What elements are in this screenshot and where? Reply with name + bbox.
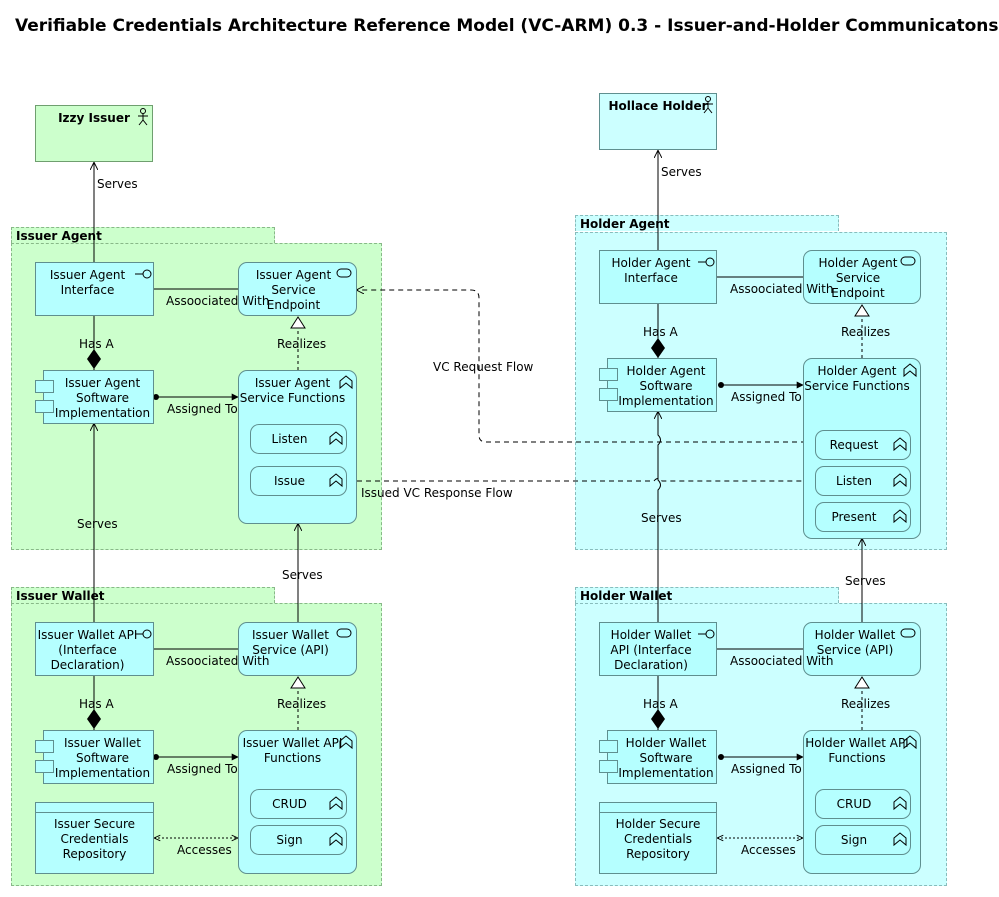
component-icon — [35, 400, 54, 413]
vc-request-flow-label: VC Request Flow — [433, 360, 534, 374]
holder-wallet-has-a-label: Has A — [643, 697, 678, 711]
holder-wallet-assigned-label: Assigned To — [731, 762, 802, 776]
holder-request-function[interactable]: Request — [815, 430, 911, 460]
issuer-wallet-realizes-label: Realizes — [277, 697, 327, 711]
repository-header-line — [599, 812, 717, 813]
issuer-assoc-label: Assoociated With — [166, 294, 270, 308]
issuer-agent-group-tab: Issuer Agent — [11, 227, 275, 243]
function-icon — [903, 363, 917, 378]
component-icon — [35, 760, 54, 773]
function-icon — [893, 509, 907, 524]
component-icon — [35, 740, 54, 753]
issuer-assigned-label: Assigned To — [167, 402, 238, 416]
issuer-wallet-functions-serves-label: Serves — [282, 568, 323, 582]
holder-listen-function[interactable]: Listen — [815, 466, 911, 496]
issuer-agent-software-implementation[interactable]: Issuer Agent Software Implementation — [43, 370, 154, 424]
function-icon — [893, 473, 907, 488]
holder-secure-credentials-repository[interactable]: Holder Secure Credentials Repository — [599, 802, 717, 874]
holder-sign-function[interactable]: Sign — [815, 825, 911, 855]
actor-icon — [138, 108, 148, 126]
issuer-issue-function[interactable]: Issue — [250, 466, 347, 496]
holder-agent-group-tab: Holder Agent — [575, 215, 839, 231]
issuer-wallet-assoc-label: Assoociated With — [166, 654, 270, 668]
issuer-sign-function[interactable]: Sign — [250, 825, 347, 855]
holder-present-function[interactable]: Present — [815, 502, 911, 532]
function-icon — [339, 375, 353, 390]
issuer-accesses-label: Accesses — [177, 843, 232, 857]
holder-agent-service-endpoint[interactable]: Holder Agent Service Endpoint — [803, 250, 921, 304]
issuer-wallet-has-a-label: Has A — [79, 697, 114, 711]
function-icon — [893, 832, 907, 847]
repository-header-line — [35, 812, 154, 813]
function-icon — [329, 796, 343, 811]
function-icon — [903, 735, 917, 750]
izzy-issuer-actor[interactable]: Izzy Issuer — [35, 105, 153, 162]
issuer-has-a-label: Has A — [79, 337, 114, 351]
function-icon — [329, 431, 343, 446]
issuer-wallet-software-implementation[interactable]: Issuer Wallet Software Implementation — [43, 730, 154, 784]
actor-icon — [703, 96, 713, 114]
component-icon — [599, 740, 618, 753]
interface-icon — [698, 629, 715, 639]
issuer-crud-function[interactable]: CRUD — [250, 789, 347, 819]
holder-wallet-functions-serves-label: Serves — [845, 574, 886, 588]
holder-wallet-serves-label: Serves — [641, 511, 682, 525]
holder-crud-function[interactable]: CRUD — [815, 789, 911, 819]
issuer-agent-interface[interactable]: Issuer Agent Interface — [35, 262, 154, 316]
issuer-realizes-label: Realizes — [277, 337, 327, 351]
issuer-secure-credentials-repository[interactable]: Issuer Secure Credentials Repository — [35, 802, 154, 874]
hollace-holder-actor[interactable]: Hollace Holder — [599, 93, 717, 150]
function-icon — [893, 437, 907, 452]
issuer-listen-function[interactable]: Listen — [250, 424, 347, 454]
service-icon — [900, 256, 916, 266]
actor-name: Izzy Issuer — [58, 111, 130, 125]
interface-icon — [135, 629, 152, 639]
diagram-title: Verifiable Credentials Architecture Refe… — [15, 16, 999, 36]
actor-name: Hollace Holder — [608, 99, 708, 113]
holder-assigned-label: Assigned To — [731, 390, 802, 404]
component-icon — [599, 760, 618, 773]
issuer-wallet-assigned-label: Assigned To — [167, 762, 238, 776]
function-icon — [339, 735, 353, 750]
holder-agent-interface[interactable]: Holder Agent Interface — [599, 250, 717, 304]
issuer-wallet-serves-label: Serves — [77, 517, 118, 531]
holder-wallet-software-implementation[interactable]: Holder Wallet Software Implementation — [607, 730, 717, 784]
function-icon — [329, 473, 343, 488]
service-icon — [336, 628, 352, 638]
vc-response-flow-label: Issued VC Response Flow — [361, 486, 513, 500]
holder-assoc-label: Assoociated With — [730, 282, 834, 296]
interface-icon — [135, 269, 152, 279]
issuer-wallet-api[interactable]: Issuer Wallet API (Interface Declaration… — [35, 622, 154, 676]
holder-wallet-assoc-label: Assoociated With — [730, 654, 834, 668]
component-icon — [599, 368, 618, 381]
holder-agent-software-implementation[interactable]: Holder Agent Software Implementation — [607, 358, 717, 412]
holder-wallet-realizes-label: Realizes — [841, 697, 891, 711]
issuer-serves-label: Serves — [97, 177, 138, 191]
function-icon — [893, 796, 907, 811]
interface-icon — [698, 257, 715, 267]
holder-wallet-group-tab: Holder Wallet — [575, 587, 839, 603]
component-icon — [35, 380, 54, 393]
service-icon — [336, 268, 352, 278]
holder-serves-label: Serves — [661, 165, 702, 179]
service-icon — [900, 628, 916, 638]
holder-accesses-label: Accesses — [741, 843, 796, 857]
holder-has-a-label: Has A — [643, 325, 678, 339]
component-icon — [599, 388, 618, 401]
issuer-wallet-group-tab: Issuer Wallet — [11, 587, 275, 603]
holder-realizes-label: Realizes — [841, 325, 891, 339]
holder-wallet-api[interactable]: Holder Wallet API (Interface Declaration… — [599, 622, 717, 676]
function-icon — [329, 832, 343, 847]
